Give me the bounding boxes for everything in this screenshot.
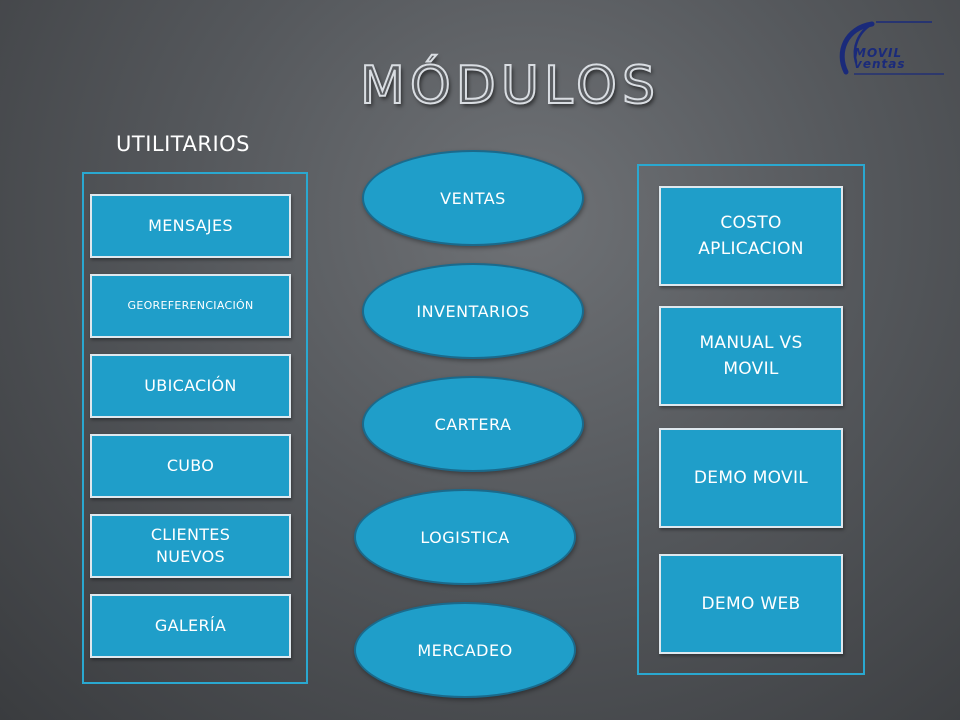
module-logistica: LOGISTICA <box>354 489 576 585</box>
logo-line1: MOVIL <box>854 46 903 60</box>
box-mensajes: MENSAJES <box>90 194 291 258</box>
box-georeferenciacion: GEOREFERENCIACIÓN <box>90 274 291 338</box>
box-clientes-nuevos: CLIENTES NUEVOS <box>90 514 291 578</box>
box-cubo: CUBO <box>90 434 291 498</box>
utilitarios-group-frame <box>82 172 308 684</box>
slide-title: MÓDULOS <box>359 55 660 117</box>
module-ventas: VENTAS <box>362 150 584 246</box>
box-ubicacion: UBICACIÓN <box>90 354 291 418</box>
logo-swoosh-icon <box>839 21 944 75</box>
module-inventarios: INVENTARIOS <box>362 263 584 359</box>
box-galeria: GALERÍA <box>90 594 291 658</box>
right-group-frame <box>637 164 865 675</box>
box-demo-movil: DEMO MOVIL <box>659 428 843 528</box>
utilitarios-heading: UTILITARIOS <box>116 132 250 156</box>
movil-ventas-logo: MOVIL ventas <box>832 18 950 78</box>
box-costo-aplicacion: COSTO APLICACION <box>659 186 843 286</box>
logo-text: MOVIL ventas <box>854 46 906 71</box>
module-mercadeo: MERCADEO <box>354 602 576 698</box>
box-manual-vs-movil: MANUAL VS MOVIL <box>659 306 843 406</box>
box-demo-web: DEMO WEB <box>659 554 843 654</box>
module-cartera: CARTERA <box>362 376 584 472</box>
logo-line2: ventas <box>854 57 906 71</box>
